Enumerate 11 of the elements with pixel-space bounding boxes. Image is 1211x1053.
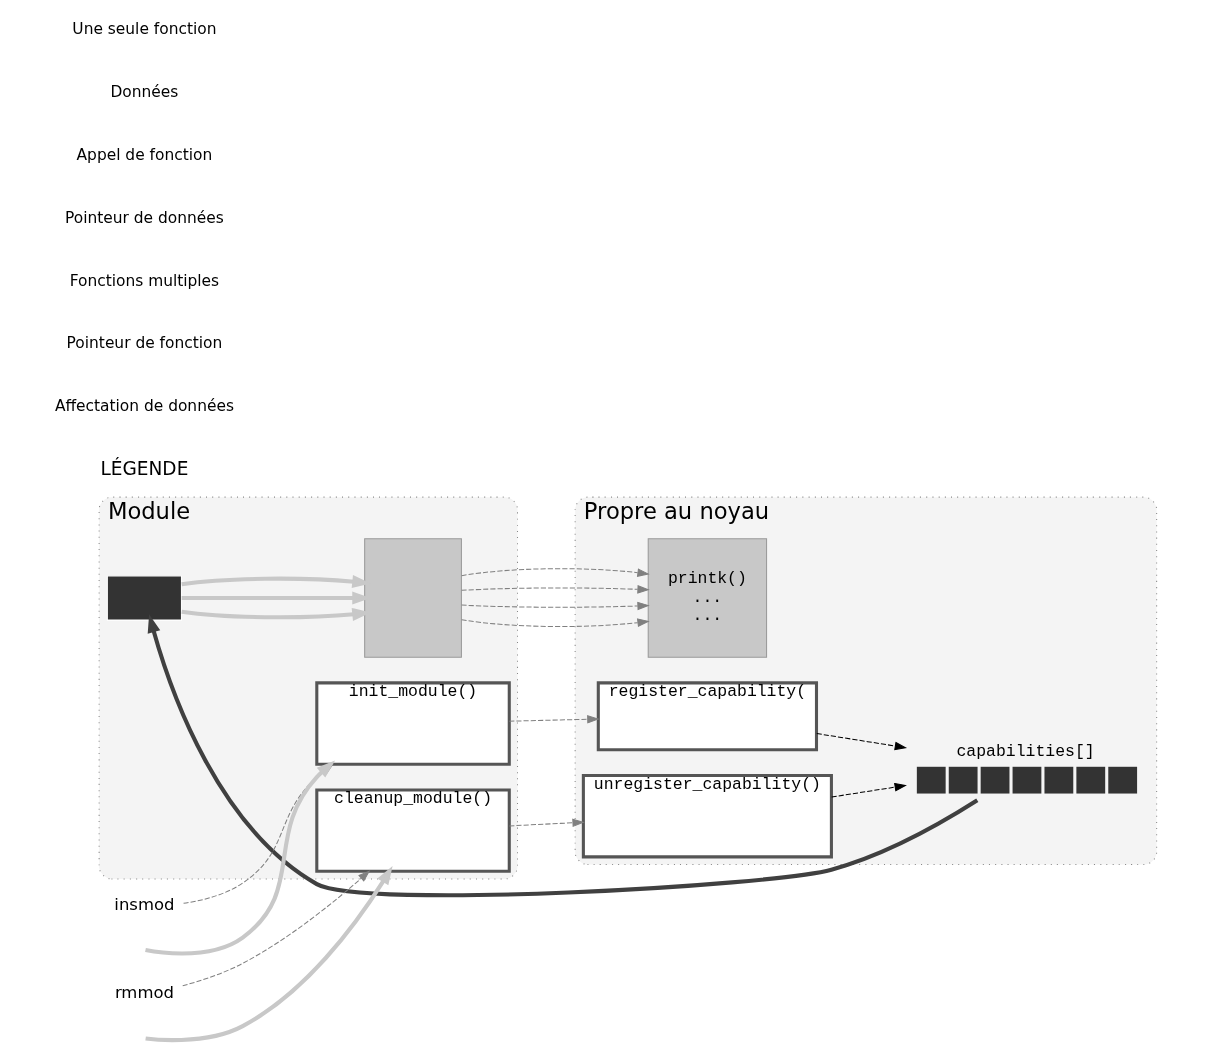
label: LÉGENDE <box>100 457 189 479</box>
legend-label: Pointeur de données <box>65 208 224 227</box>
legend-label: Affectation de données <box>54 397 234 416</box>
node-text: rmmod <box>114 983 174 1003</box>
legend-label: Données <box>110 83 179 102</box>
legend-label: Une seule fonction <box>72 20 217 39</box>
legend-label: Appel de fonction <box>76 146 213 165</box>
node-label: capabilities[] <box>956 742 1095 762</box>
legend-label: Fonctions multiples <box>69 271 220 290</box>
node-text: insmod <box>114 894 175 914</box>
legend-label: Pointeur de fonction <box>66 334 223 353</box>
